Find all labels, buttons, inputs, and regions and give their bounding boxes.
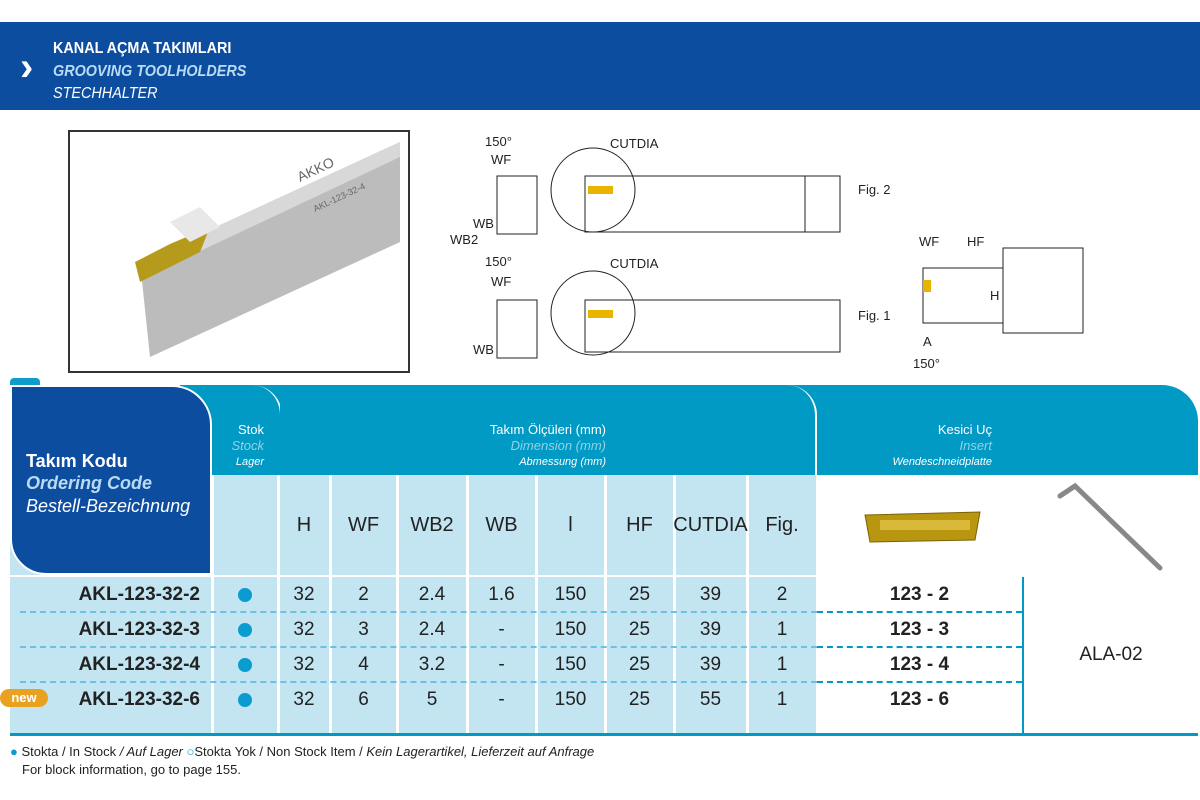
row-code: AKL-123-32-6: [78, 688, 200, 710]
row-value: 150: [554, 688, 587, 710]
column-divider: [746, 475, 749, 733]
row-value: 39: [699, 653, 722, 675]
row-value: 150: [554, 583, 587, 605]
stock-indicator: [212, 612, 278, 647]
title-en: GROOVING TOOLHOLDERS: [53, 63, 247, 80]
new-badge: new: [0, 689, 48, 707]
row-value: -: [498, 618, 505, 640]
column-divider: [673, 475, 676, 733]
in-stock-dot-icon: [238, 587, 252, 602]
row-value: 32: [293, 653, 315, 675]
row-value: 1.6: [488, 583, 515, 605]
row-value: 1: [776, 618, 788, 640]
svg-text:Fig. 1: Fig. 1: [858, 308, 891, 323]
row-value: 150: [554, 653, 587, 675]
row-value: 25: [628, 653, 651, 675]
row-value: 32: [293, 618, 315, 640]
row-value: 6: [358, 688, 369, 710]
row-code: AKL-123-32-4: [78, 653, 200, 675]
row-value: 3.2: [418, 653, 446, 675]
row-value: 4: [358, 653, 369, 675]
column-divider: [816, 475, 819, 733]
insert-image: [830, 490, 1010, 565]
insert-code: 123 - 4: [889, 653, 950, 675]
row-code: AKL-123-32-2: [78, 583, 200, 605]
column-header: WB: [485, 513, 518, 536]
dimension-header: Takım Ölçüleri (mm) Dimension (mm) Abmes…: [489, 422, 606, 468]
in-stock-dot-icon: [238, 692, 252, 707]
column-divider: [535, 475, 538, 733]
in-stock-dot-icon: [238, 622, 252, 637]
key-code: ALA-02: [1022, 577, 1198, 733]
svg-text:WF: WF: [491, 274, 511, 289]
row-value: 32: [293, 583, 315, 605]
row-value: 55: [699, 688, 722, 710]
row-value: 25: [628, 618, 651, 640]
page-header: › KANAL AÇMA TAKIMLARI GROOVING TOOLHOLD…: [0, 22, 1200, 110]
row-value: 3: [358, 618, 369, 640]
column-divider: [211, 475, 214, 733]
stock-indicator: [212, 682, 278, 717]
insert-header: Kesici Uç Insert Wendeschneidplatte: [892, 422, 992, 468]
column-divider: [277, 475, 280, 733]
column-header: WB2: [410, 513, 454, 536]
hex-key-image: [1030, 478, 1190, 573]
column-header: H: [296, 513, 312, 536]
svg-text:WF: WF: [919, 234, 939, 249]
column-divider: [329, 475, 332, 733]
row-value: 2.4: [418, 583, 446, 605]
row-value: 39: [699, 618, 722, 640]
svg-text:WF: WF: [491, 152, 511, 167]
product-photo: AKKO AKL-123-32-4: [68, 130, 410, 373]
in-stock-dot-icon: [238, 657, 252, 672]
svg-text:CUTDIA: CUTDIA: [610, 136, 659, 151]
row-value: 2.4: [418, 618, 446, 640]
column-header: HF: [626, 513, 653, 536]
column-header: l: [568, 513, 573, 536]
technical-diagram: 150° WF WB WB2 CUTDIA Fig. 2 150° WF WB …: [450, 134, 1084, 371]
block-info-note: For block information, go to page 155.: [22, 762, 241, 777]
column-header: Fig.: [765, 513, 799, 536]
row-value: 1: [776, 653, 788, 675]
svg-text:WB: WB: [473, 342, 494, 357]
stock-legend: ● Stokta / In Stock / Auf Lager ○Stokta …: [10, 744, 595, 759]
column-header: WF: [347, 513, 380, 536]
chevron-right-icon: ›: [20, 45, 34, 89]
insert-code: 123 - 2: [889, 583, 950, 605]
column-divider: [604, 475, 607, 733]
svg-text:150°: 150°: [913, 356, 940, 371]
svg-text:CUTDIA: CUTDIA: [610, 256, 659, 271]
svg-text:150°: 150°: [485, 254, 512, 269]
row-code: AKL-123-32-3: [78, 618, 200, 640]
row-value: -: [498, 688, 505, 710]
row-value: 1: [776, 688, 788, 710]
ordering-code-header: Takım Kodu Ordering Code Bestell-Bezeich…: [10, 385, 212, 575]
column-divider: [396, 475, 399, 733]
svg-text:H: H: [990, 288, 999, 303]
svg-text:WB2: WB2: [450, 232, 478, 247]
row-value: 25: [628, 688, 651, 710]
row-value: 5: [426, 688, 438, 710]
stock-indicator: [212, 577, 278, 612]
stock-indicator: [212, 647, 278, 682]
svg-text:A: A: [923, 334, 932, 349]
stock-header: Stok Stock Lager: [231, 422, 264, 468]
title-tr: KANAL AÇMA TAKIMLARI: [53, 40, 232, 57]
row-value: 2: [776, 583, 788, 605]
row-value: 32: [293, 688, 315, 710]
row-value: 39: [699, 583, 722, 605]
row-value: 2: [358, 583, 369, 605]
title-de: STECHHALTER: [53, 85, 158, 102]
row-value: -: [498, 653, 505, 675]
svg-text:150°: 150°: [485, 134, 512, 149]
insert-code: 123 - 6: [889, 688, 950, 710]
row-value: 150: [554, 618, 587, 640]
insert-code: 123 - 3: [889, 618, 950, 640]
column-header: CUTDIA: [673, 513, 748, 536]
svg-text:WB: WB: [473, 216, 494, 231]
svg-text:Fig. 2: Fig. 2: [858, 182, 891, 197]
row-value: 25: [628, 583, 651, 605]
column-divider: [466, 475, 469, 733]
svg-text:HF: HF: [967, 234, 984, 249]
